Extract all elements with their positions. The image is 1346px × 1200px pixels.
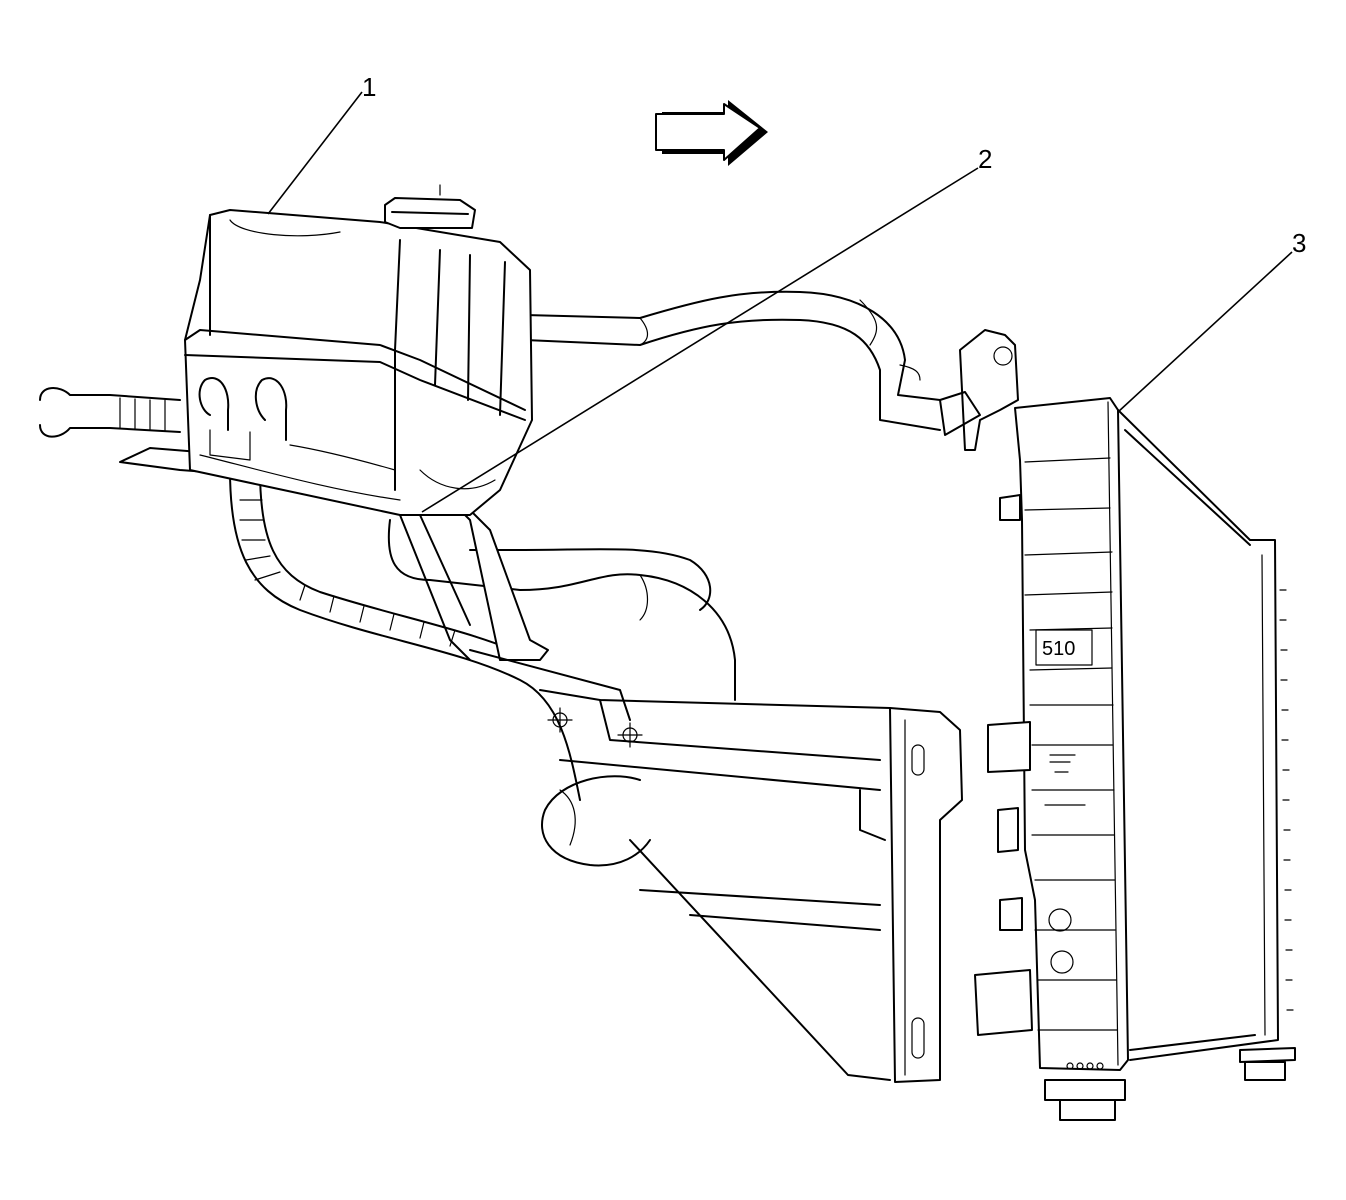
callout-1: 1 xyxy=(362,72,376,102)
lower-radiator-hose xyxy=(387,519,736,867)
radiator-stamp: 510 xyxy=(1042,638,1075,660)
radiator-support-frame xyxy=(539,689,963,1083)
arrow-right-icon xyxy=(655,100,768,166)
callout-3: 3 xyxy=(1292,228,1306,258)
radiator: 510 xyxy=(939,329,1296,1121)
callout-2: 2 xyxy=(978,144,992,174)
upper-radiator-hose xyxy=(524,290,941,431)
wiring-harness xyxy=(39,387,581,801)
callout-leaders xyxy=(267,91,1293,513)
coolant-reservoir xyxy=(184,184,533,516)
